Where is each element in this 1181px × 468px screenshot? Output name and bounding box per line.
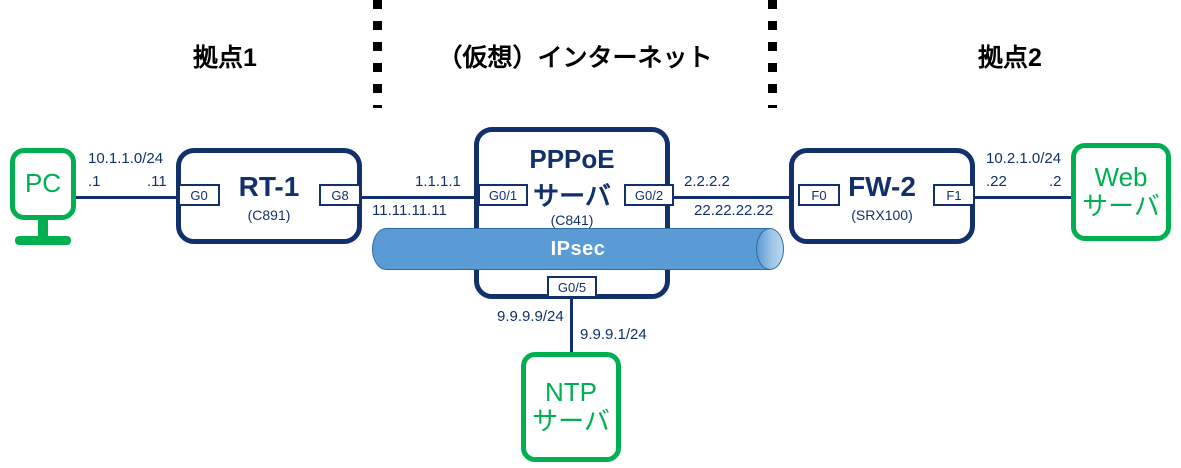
port-pppoe-g0-5-label: G0/5	[557, 279, 587, 295]
port-rt1-g8[interactable]: G8	[319, 184, 361, 206]
port-pppoe-g0-2[interactable]: G0/2	[624, 184, 674, 206]
port-pppoe-g0-1[interactable]: G0/1	[478, 184, 528, 206]
device-pppoe-server-model: (C841)	[550, 212, 594, 228]
label-rt1-g0-host-address: .11	[147, 173, 167, 190]
label-subnet-site2: 10.2.1.0/24	[986, 150, 1062, 167]
ipsec-tunnel-cap-icon	[756, 228, 784, 270]
port-pppoe-g0-5[interactable]: G0/5	[547, 276, 597, 298]
link-pc-to-rt1	[76, 196, 180, 199]
endpoint-web-server[interactable]: Web サーバ	[1071, 143, 1171, 241]
device-pppoe-server[interactable]: PPPoE サーバ (C841)	[474, 127, 670, 299]
device-pppoe-server-name-line1: PPPoE	[529, 144, 615, 174]
label-pppoe-g0-5-address: 9.9.9.9/24	[497, 308, 564, 325]
zone-title-site2: 拠点2	[978, 44, 1042, 72]
device-rt-1-name: RT-1	[238, 171, 300, 202]
zone-divider-left-icon	[373, 0, 382, 108]
device-fw-2-name: FW-2	[848, 171, 916, 202]
label-pc-host-address: .1	[88, 173, 101, 190]
endpoint-pc[interactable]: PC	[10, 148, 76, 220]
port-pppoe-g0-2-label: G0/2	[634, 187, 664, 203]
port-fw2-f1-label: F1	[946, 187, 962, 203]
zone-divider-right-icon	[768, 0, 777, 108]
port-rt1-g0[interactable]: G0	[178, 184, 220, 206]
pc-stand-neck-icon	[38, 220, 48, 238]
port-rt1-g8-label: G8	[331, 187, 349, 203]
endpoint-ntp-server[interactable]: NTP サーバ	[521, 352, 621, 462]
ipsec-tunnel-body-icon	[372, 228, 770, 270]
label-pppoe-g0-1-address: 1.1.1.1	[415, 173, 461, 190]
port-pppoe-g0-1-label: G0/1	[488, 187, 518, 203]
endpoint-ntp-server-label-line2: サーバ	[532, 406, 610, 436]
port-rt1-g0-label: G0	[190, 187, 208, 203]
label-fw2-f0-address: 22.22.22.22	[694, 202, 774, 219]
ipsec-tunnel: IPsec	[372, 228, 784, 270]
label-pppoe-g0-2-address: 2.2.2.2	[684, 173, 730, 190]
device-pppoe-server-name-line2: サーバ	[533, 181, 611, 211]
port-fw2-f0-label: F0	[811, 187, 827, 203]
link-rt1-to-pppoe	[358, 196, 482, 199]
device-rt-1-model: (C891)	[247, 207, 291, 223]
endpoint-ntp-server-label-line1: NTP	[545, 376, 597, 407]
device-fw-2-model: (SRX100)	[851, 207, 913, 223]
label-fw2-f1-host-address: .22	[986, 173, 1007, 190]
endpoint-web-server-label-line1: Web	[1094, 161, 1148, 192]
endpoint-pc-label: PC	[24, 168, 62, 199]
endpoint-web-server-label-line2: サーバ	[1082, 191, 1160, 221]
link-fw2-to-web	[971, 196, 1075, 199]
label-subnet-site1: 10.1.1.0/24	[88, 150, 164, 167]
link-pppoe-to-fw2	[668, 196, 802, 199]
label-ntp-server-address: 9.9.9.1/24	[580, 326, 647, 343]
label-web-server-host-address: .2	[1049, 173, 1062, 190]
port-fw2-f1[interactable]: F1	[933, 184, 975, 206]
pc-stand-base-icon	[15, 236, 71, 245]
link-pppoe-to-ntp	[570, 286, 573, 356]
zone-title-site1: 拠点1	[193, 44, 257, 72]
zone-title-internet: （仮想）インターネット	[437, 44, 713, 72]
port-fw2-f0[interactable]: F0	[798, 184, 840, 206]
ipsec-tunnel-label: IPsec	[550, 237, 606, 260]
label-rt1-g8-address: 11.11.11.11	[372, 202, 447, 219]
